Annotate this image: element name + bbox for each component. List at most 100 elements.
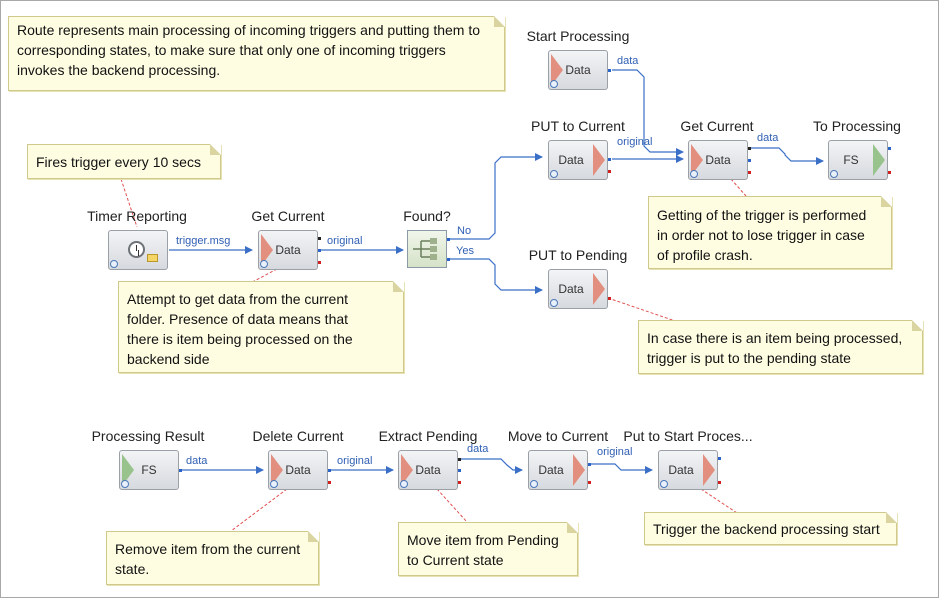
note-fires-trigger-text: Fires trigger every 10 secs xyxy=(36,154,201,170)
put-to-start-label: Put to Start Proces... xyxy=(623,428,753,444)
magnifier-icon xyxy=(550,299,558,307)
magnifier-icon xyxy=(690,170,698,178)
put-to-start-node[interactable]: Data xyxy=(658,450,718,490)
note-remove-item-text: Remove item from the current state. xyxy=(115,541,301,577)
chevron-icon xyxy=(873,144,885,176)
magnifier-icon xyxy=(660,480,668,488)
note-getting-trigger: Getting of the trigger is performed in o… xyxy=(648,196,892,269)
envelope-icon xyxy=(147,254,158,262)
node-type-text: Data xyxy=(538,463,564,477)
edge-label-no: No xyxy=(457,225,472,237)
port xyxy=(328,481,331,484)
port xyxy=(179,469,182,472)
port xyxy=(748,159,751,162)
edge-label-original: original xyxy=(337,455,373,467)
edge-label-data: data xyxy=(467,443,489,455)
note-fold xyxy=(210,144,221,155)
note-fold xyxy=(308,531,319,542)
extract-pending-node[interactable]: Data xyxy=(398,450,458,490)
to-processing-node[interactable]: FS xyxy=(828,140,888,180)
start-processing-label: Start Processing xyxy=(526,28,630,44)
delete-current-label: Delete Current xyxy=(252,428,344,444)
port xyxy=(588,481,591,484)
processing-result-node[interactable]: FS xyxy=(119,450,179,490)
note-move-item: Move item from Pending to Current state xyxy=(398,522,578,576)
note-fold xyxy=(567,522,578,533)
extract-pending-label: Extract Pending xyxy=(378,428,478,444)
move-to-current-node[interactable]: Data xyxy=(528,450,588,490)
timer-reporting-node[interactable] xyxy=(108,230,168,270)
note-fold xyxy=(881,196,892,207)
magnifier-icon xyxy=(110,260,118,268)
port xyxy=(328,469,331,472)
port xyxy=(748,147,751,150)
port xyxy=(447,258,450,261)
delete-current-node[interactable]: Data xyxy=(268,450,328,490)
edge-label-data: data xyxy=(757,132,779,144)
node-type-text: Data xyxy=(705,153,731,167)
node-type-text: Data xyxy=(558,282,584,296)
node-type-text: Data xyxy=(275,243,301,257)
port xyxy=(458,458,461,461)
port xyxy=(718,457,721,460)
note-route-description: Route represents main processing of inco… xyxy=(8,16,505,91)
chevron-icon xyxy=(593,144,605,176)
chevron-icon xyxy=(593,273,605,305)
note-fires-trigger: Fires trigger every 10 secs xyxy=(27,144,221,179)
found-switch-node[interactable] xyxy=(407,230,447,268)
note-move-item-text: Move item from Pending to Current state xyxy=(407,532,559,568)
get-current-1-label: Get Current xyxy=(251,208,325,224)
put-to-pending-label: PUT to Pending xyxy=(528,247,628,263)
put-to-current-node[interactable]: Data xyxy=(548,140,608,180)
note-attempt-get-text: Attempt to get data from the current fol… xyxy=(127,291,353,367)
magnifier-icon xyxy=(550,80,558,88)
callout-move xyxy=(436,488,468,523)
put-to-pending-node[interactable]: Data xyxy=(548,269,608,309)
to-processing-label: To Processing xyxy=(813,118,901,134)
link-start-to-getcurrent xyxy=(612,69,684,156)
link-found-yes xyxy=(449,258,543,294)
note-fold xyxy=(494,16,505,27)
port xyxy=(888,171,891,174)
magnifier-icon xyxy=(830,170,838,178)
link-move-to-put xyxy=(591,463,653,474)
edge-label-trigger-msg: trigger.msg xyxy=(176,235,231,247)
edge-label-yes: Yes xyxy=(456,245,474,257)
callout-trigger xyxy=(700,488,738,514)
node-type-text: Data xyxy=(565,63,591,77)
edge-label-data: data xyxy=(617,55,639,67)
node-type-text: Data xyxy=(668,463,694,477)
get-current-2-label: Get Current xyxy=(680,118,754,134)
port xyxy=(458,469,461,472)
start-processing-node[interactable]: Data xyxy=(548,50,608,90)
node-type-text: Data xyxy=(558,153,584,167)
node-type-text: Data xyxy=(285,463,311,477)
edge-label-data: data xyxy=(186,455,208,467)
note-route-description-text: Route represents main processing of inco… xyxy=(17,22,481,78)
note-remove-item: Remove item from the current state. xyxy=(106,531,319,585)
note-trigger-backend: Trigger the backend processing start xyxy=(644,512,897,545)
note-trigger-backend-text: Trigger the backend processing start xyxy=(653,521,880,537)
node-type-text: FS xyxy=(141,463,157,477)
processing-result-label: Processing Result xyxy=(91,428,205,444)
move-to-current-label: Move to Current xyxy=(507,428,609,444)
port xyxy=(458,481,461,484)
put-to-current-label: PUT to Current xyxy=(531,118,625,134)
get-current-2-node[interactable]: Data xyxy=(688,140,748,180)
port xyxy=(718,481,721,484)
timer-reporting-label: Timer Reporting xyxy=(87,208,187,224)
callout-fires xyxy=(120,178,138,228)
port xyxy=(608,158,611,161)
callout-item xyxy=(607,297,685,325)
magnifier-icon xyxy=(260,260,268,268)
get-current-1-node[interactable]: Data xyxy=(258,230,318,270)
found-label: Found? xyxy=(403,208,451,224)
chevron-icon xyxy=(573,454,585,486)
port xyxy=(608,69,611,72)
note-fold xyxy=(393,281,404,292)
note-getting-trigger-text: Getting of the trigger is performed in o… xyxy=(657,207,867,263)
edge-label-original: original xyxy=(327,235,363,247)
callout-remove xyxy=(230,488,288,532)
